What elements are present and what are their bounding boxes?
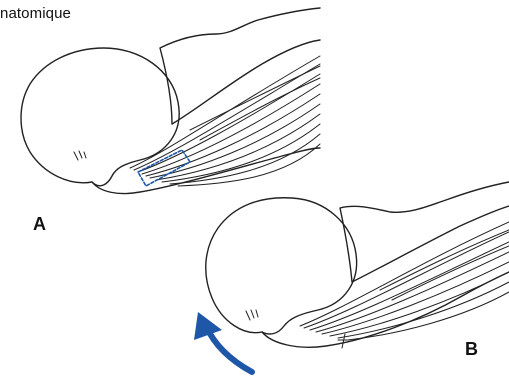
panel-b-drawing xyxy=(206,182,509,348)
caption-title: natomique xyxy=(0,5,71,22)
scapula-a xyxy=(160,8,320,124)
scapula-b xyxy=(340,182,509,282)
panel-label-b: B xyxy=(465,339,478,360)
rotation-arrow xyxy=(194,312,252,372)
tendon-marks-a xyxy=(74,151,86,160)
neck-a xyxy=(92,148,320,194)
humeral-head-b xyxy=(206,198,357,334)
muscle-fibers-a xyxy=(130,56,320,186)
panel-label-a: A xyxy=(33,214,46,235)
panel-a-drawing xyxy=(21,8,320,194)
muscle-fibers-b xyxy=(300,222,509,340)
